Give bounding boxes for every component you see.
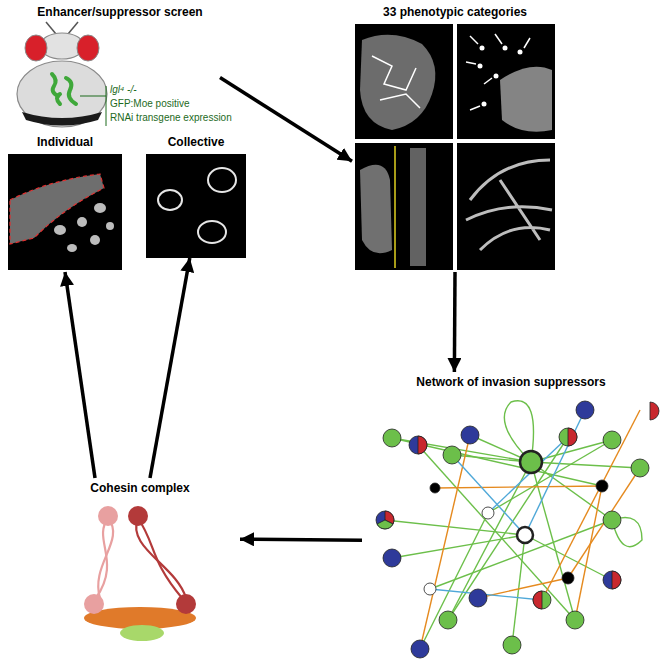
network-nodes [383, 401, 649, 658]
panel-heading: Individual [6, 132, 124, 150]
cells [478, 46, 523, 107]
cell-arrows [466, 34, 530, 110]
panel-heading: 33 phenotypic categories [352, 2, 558, 20]
panel-heading: Cohesin complex [40, 478, 240, 496]
head-domain [84, 594, 104, 614]
genotype-label: GFP:Moe positive [110, 98, 189, 110]
panel: Cohesin complex [40, 478, 240, 658]
panel: Individual [6, 132, 124, 272]
micrograph [355, 143, 453, 270]
gfp-tissue [66, 78, 76, 104]
network-links [385, 401, 642, 649]
genotype-label: RNAi transgene expression [110, 112, 232, 124]
head-domain [176, 594, 196, 614]
panel-heading: Collective [144, 132, 248, 150]
eye [25, 35, 47, 61]
phenotype-images [355, 24, 555, 270]
hinge [128, 506, 148, 526]
eye [77, 35, 99, 61]
tissue-detail [372, 56, 420, 108]
flow-arrow [65, 272, 95, 478]
flow-arrow [240, 539, 362, 540]
panel: Enhancer/suppressor screen [20, 2, 220, 130]
panel-heading: Enhancer/suppressor screen [20, 2, 220, 20]
strands [466, 160, 552, 250]
flow-arrow [220, 78, 352, 162]
smc-arm [138, 518, 182, 598]
fly-illustration [17, 22, 107, 127]
micrograph [457, 24, 555, 139]
section-line [394, 146, 396, 268]
network-links [420, 410, 640, 649]
panel: Network of invasion suppressors [362, 372, 660, 662]
smc-arm [98, 518, 113, 598]
flow-arrow [453, 272, 457, 372]
cell-clusters [158, 168, 236, 243]
gfp-tissue [57, 94, 60, 104]
hinge [98, 506, 118, 526]
smc-arm [136, 518, 186, 598]
tissue-mass [360, 35, 435, 130]
cohesin-illustration [84, 506, 196, 641]
sa-subunit [120, 625, 164, 641]
tissue-mass [360, 165, 392, 253]
tissue-outline [10, 174, 104, 244]
micrograph [146, 154, 246, 258]
invasion-images [8, 154, 246, 270]
fly-body [17, 61, 107, 127]
micrograph [355, 24, 453, 139]
panel: Collective [144, 132, 248, 258]
antenna [68, 22, 78, 34]
flow-arrow [150, 258, 190, 478]
network-illustration [376, 401, 659, 658]
micrograph [457, 143, 555, 270]
pie-nodes [376, 402, 659, 609]
abdomen-band [22, 112, 102, 126]
network-links [430, 410, 585, 600]
cross-section [410, 148, 426, 266]
tissue-mass [500, 67, 552, 132]
antenna [46, 22, 56, 34]
leader-bracket [106, 86, 107, 126]
single-cells [54, 203, 114, 252]
gfp-tissue [52, 74, 58, 96]
micrograph [8, 154, 122, 270]
panel-heading: Network of invasion suppressors [362, 372, 660, 390]
genotype-label: lgl⁴ -/- [110, 84, 137, 96]
leader-line [80, 96, 106, 97]
panel: 33 phenotypic categories [352, 2, 558, 272]
